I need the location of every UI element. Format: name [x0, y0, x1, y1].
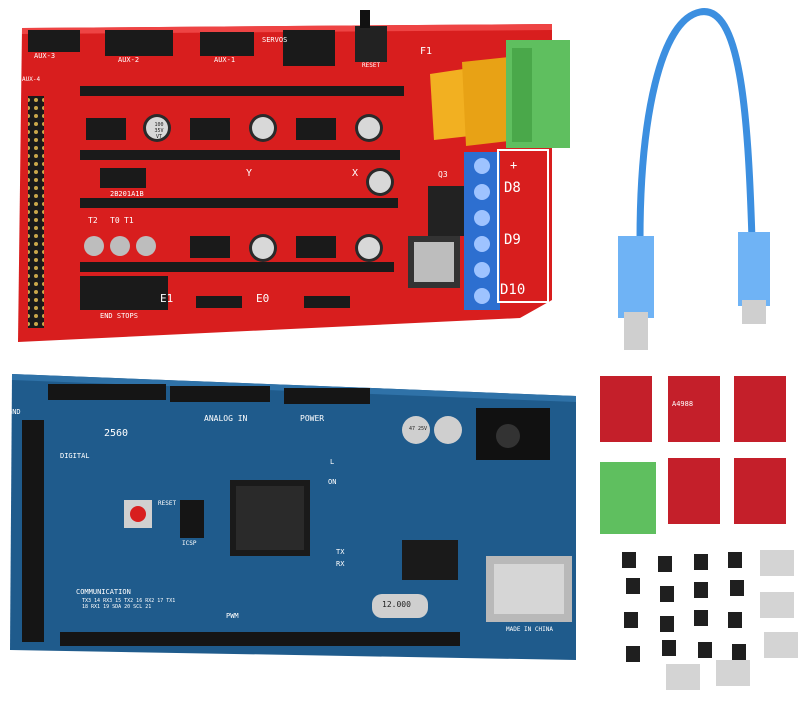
stepper-drivers: [600, 376, 786, 534]
fuse-large: [462, 56, 518, 146]
usb-a-connector: [618, 236, 654, 318]
usb-b-connector: [738, 232, 770, 306]
fuse-small: [430, 68, 470, 140]
mega-board: [10, 374, 576, 660]
output-terminal: [464, 152, 500, 310]
heatsinks: [666, 550, 798, 690]
jumpers: [622, 552, 746, 662]
usb-cable: [636, 8, 756, 241]
capacitors: [84, 114, 394, 262]
spare-terminal: [600, 462, 656, 534]
ramps-board: [18, 10, 570, 342]
